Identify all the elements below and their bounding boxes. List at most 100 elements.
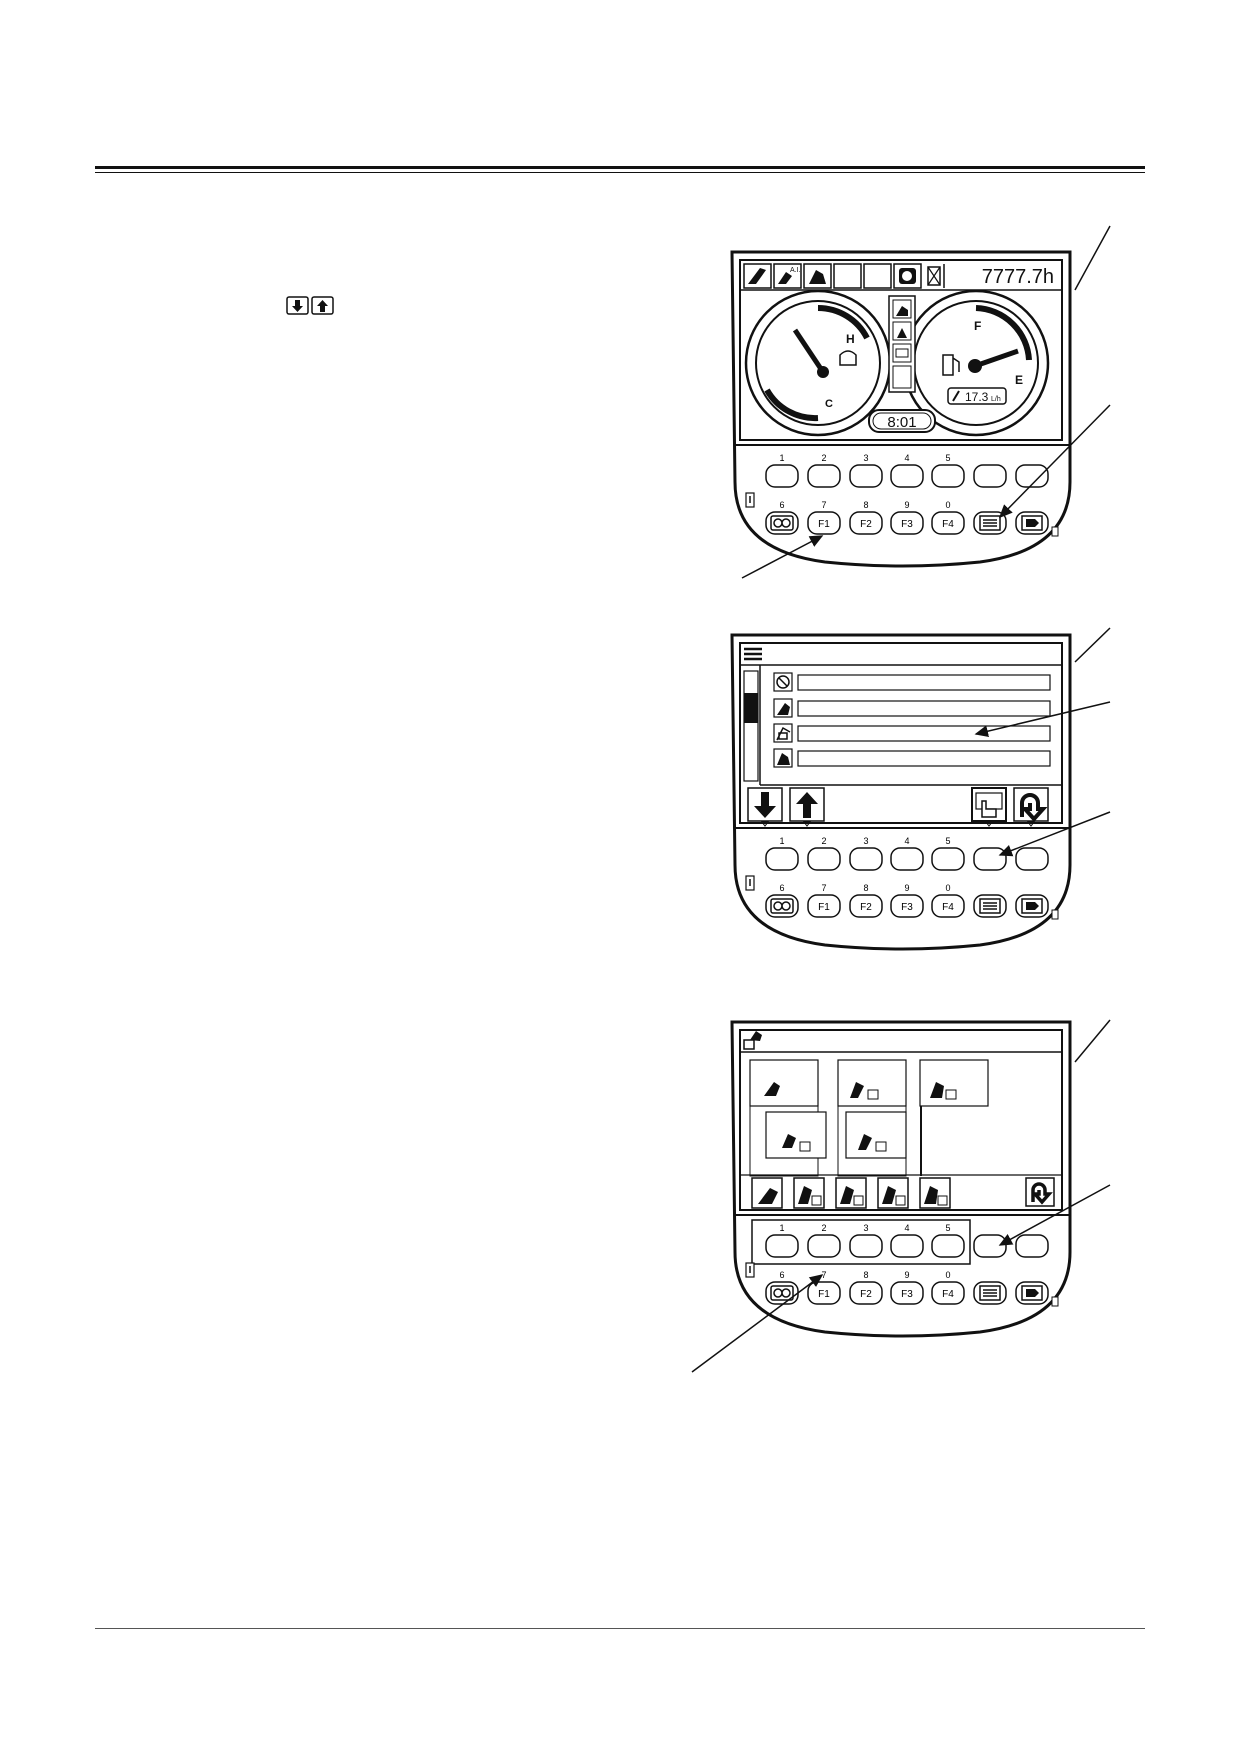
menu-row-2[interactable] <box>773 698 1051 718</box>
work-mode-icon <box>809 270 826 284</box>
scroll-up-icon <box>789 787 825 827</box>
menu-row-3[interactable] <box>773 723 1051 743</box>
f4-key[interactable] <box>931 1281 965 1305</box>
monitor-panel-attachment: 1 2 3 4 5 6 7 8 9 0 F1 F2 F3 F4 <box>730 1020 1072 1338</box>
grapple-icon <box>930 1082 944 1098</box>
key-blank-2[interactable] <box>1015 847 1049 871</box>
key-1[interactable] <box>765 847 799 871</box>
key-number-6: 6 <box>779 500 784 510</box>
key-blank-2[interactable] <box>1015 464 1049 488</box>
key-number-5: 5 <box>945 1223 950 1233</box>
empty-indicator-2 <box>863 263 892 289</box>
key-5[interactable] <box>931 464 965 488</box>
key-blank-1[interactable] <box>973 1234 1007 1258</box>
f3-key[interactable] <box>890 894 924 918</box>
select-breaker-1-icon <box>798 1186 812 1204</box>
camera-icon <box>1021 1285 1043 1301</box>
key-2[interactable] <box>807 847 841 871</box>
coolant-icon <box>839 350 857 366</box>
key-number-8: 8 <box>863 1270 868 1280</box>
f3-key[interactable] <box>890 511 924 535</box>
light-sensor-icon <box>1051 909 1059 920</box>
inline-arrow-keys <box>286 296 334 315</box>
camera-icon <box>1021 515 1043 531</box>
key-number-7: 7 <box>821 500 826 510</box>
key-1[interactable] <box>765 464 799 488</box>
key-number-8: 8 <box>863 883 868 893</box>
key-2[interactable] <box>807 1234 841 1258</box>
f4-key[interactable] <box>931 894 965 918</box>
attachment-tree <box>749 1059 989 1177</box>
key-number-1: 1 <box>779 453 784 463</box>
key-4[interactable] <box>890 1234 924 1258</box>
key-blank-1[interactable] <box>973 464 1007 488</box>
key-number-3: 3 <box>863 836 868 846</box>
status-icon-bar: A.I. 7777.7h <box>743 263 1054 289</box>
f2-key[interactable] <box>849 511 883 535</box>
f3-key-label: F3 <box>901 1289 913 1300</box>
main-menu-icon <box>744 647 762 661</box>
bucket-icon <box>764 1082 780 1096</box>
menu-list-icon <box>979 1285 1001 1301</box>
key-number-2: 2 <box>821 453 826 463</box>
menu-row-1[interactable] <box>773 672 1051 692</box>
key-2[interactable] <box>807 464 841 488</box>
key-number-7: 7 <box>821 1270 826 1280</box>
breaker-2-icon <box>850 1082 864 1098</box>
key-3[interactable] <box>849 847 883 871</box>
key-number-0: 0 <box>945 1270 950 1280</box>
select-grapple-icon <box>924 1186 938 1204</box>
f2-key-label: F2 <box>860 519 872 530</box>
callout-monitor-3 <box>1074 1019 1111 1063</box>
f3-key[interactable] <box>890 1281 924 1305</box>
f2-key[interactable] <box>849 1281 883 1305</box>
menu-row-4[interactable] <box>773 748 1051 768</box>
key-1[interactable] <box>765 1234 799 1258</box>
menu-scrollbar[interactable] <box>743 670 759 782</box>
key-5[interactable] <box>931 1234 965 1258</box>
fuel-rate-icon <box>952 390 960 402</box>
f2-key[interactable] <box>849 894 883 918</box>
f1-key[interactable] <box>807 511 841 535</box>
auto-idle-icon: A.I. <box>778 267 801 284</box>
light-sensor-icon <box>1051 526 1059 537</box>
key-number-9: 9 <box>904 883 909 893</box>
key-number-7: 7 <box>821 883 826 893</box>
key-5[interactable] <box>931 847 965 871</box>
temp-cold-label: C <box>825 398 833 410</box>
key-blank-1[interactable] <box>973 847 1007 871</box>
f1-key-label: F1 <box>818 519 830 530</box>
key-number-5: 5 <box>945 836 950 846</box>
menu-list-icon <box>979 898 1001 914</box>
key-blank-2[interactable] <box>1015 1234 1049 1258</box>
down-arrow-key-icon <box>286 296 309 315</box>
key-4[interactable] <box>890 847 924 871</box>
attachment-mode-icon <box>743 1031 762 1050</box>
key-number-4: 4 <box>904 1223 909 1233</box>
key-number-5: 5 <box>945 453 950 463</box>
monitor-panel-menu: 1 2 3 4 5 6 7 8 9 0 F1 F2 F3 F4 <box>730 633 1072 951</box>
monitor-panel-gauges: A.I. 7777.7h H C F E 17.3 L/h <box>730 250 1072 568</box>
menu-list-icon <box>979 515 1001 531</box>
svg-text:A.I.: A.I. <box>790 267 801 274</box>
key-4[interactable] <box>890 464 924 488</box>
menu-scroll-thumb[interactable] <box>744 693 758 723</box>
breaker-icon <box>782 1134 796 1148</box>
f4-key-label: F4 <box>942 1289 954 1300</box>
key-number-2: 2 <box>821 1223 826 1233</box>
footer-rule <box>95 1628 1145 1629</box>
select-bucket-icon <box>758 1188 778 1204</box>
f4-key[interactable] <box>931 511 965 535</box>
key-number-9: 9 <box>904 500 909 510</box>
preheat-icon <box>899 268 916 284</box>
hourglass-icon <box>927 266 941 286</box>
f1-key-label: F1 <box>818 1289 830 1300</box>
key-3[interactable] <box>849 1234 883 1258</box>
f1-key[interactable] <box>807 894 841 918</box>
f1-key-label: F1 <box>818 902 830 913</box>
select-crusher-icon <box>882 1186 896 1204</box>
back-return-icon <box>1013 787 1049 827</box>
svg-text:L/h: L/h <box>991 396 1001 403</box>
key-number-6: 6 <box>779 883 784 893</box>
key-3[interactable] <box>849 464 883 488</box>
